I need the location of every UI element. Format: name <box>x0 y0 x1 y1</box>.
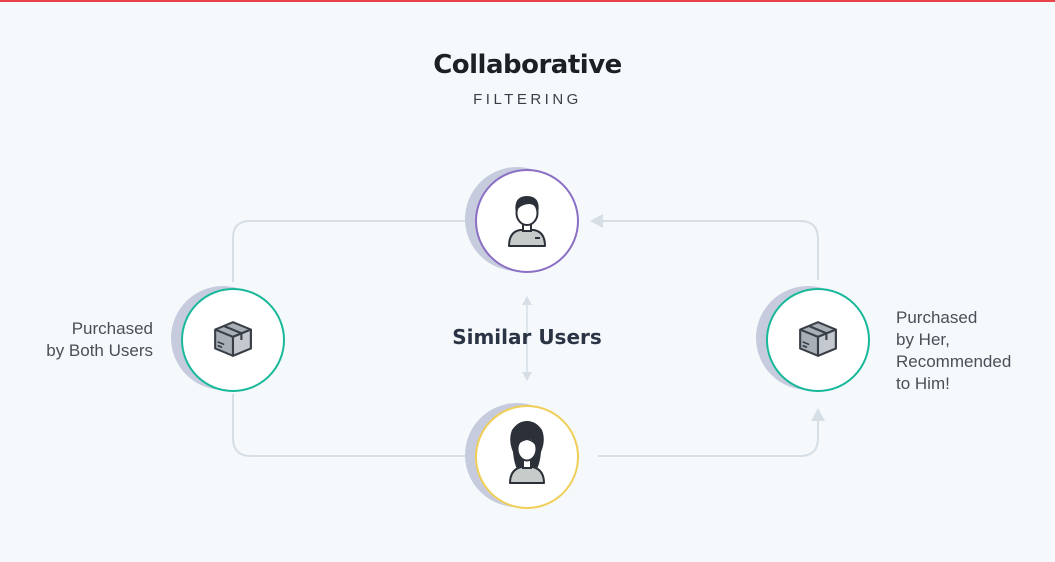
woman-avatar-icon <box>509 421 545 484</box>
left-product-label: Purchased by Both Users <box>46 319 153 360</box>
arrow-into-right-product <box>811 408 825 421</box>
package-box-icon <box>214 321 252 357</box>
connector-male-to-left-product <box>232 220 474 282</box>
right-product-label: Purchased by Her, Recommended to Him! <box>896 308 1012 393</box>
right-product-node <box>756 286 870 392</box>
diagram-title: Collaborative <box>433 50 622 80</box>
accent-top-bar <box>0 0 1055 2</box>
package-box-icon <box>799 321 837 357</box>
connector-right-product-to-male <box>598 220 819 280</box>
similar-users-label: Similar Users <box>452 325 602 349</box>
diagram-subtitle: FILTERING <box>473 91 582 108</box>
arrowheads <box>522 214 825 421</box>
arrow-into-male-user <box>590 214 603 228</box>
arrow-similar-down <box>522 372 532 381</box>
man-avatar-icon <box>508 196 546 247</box>
connector-lines <box>232 220 819 457</box>
left-product-node <box>171 286 285 392</box>
arrow-similar-up <box>522 296 532 305</box>
connector-left-product-to-female <box>232 394 470 457</box>
male-user-node <box>465 167 579 273</box>
female-user-node <box>465 403 579 509</box>
connector-female-to-right-product <box>598 418 819 457</box>
